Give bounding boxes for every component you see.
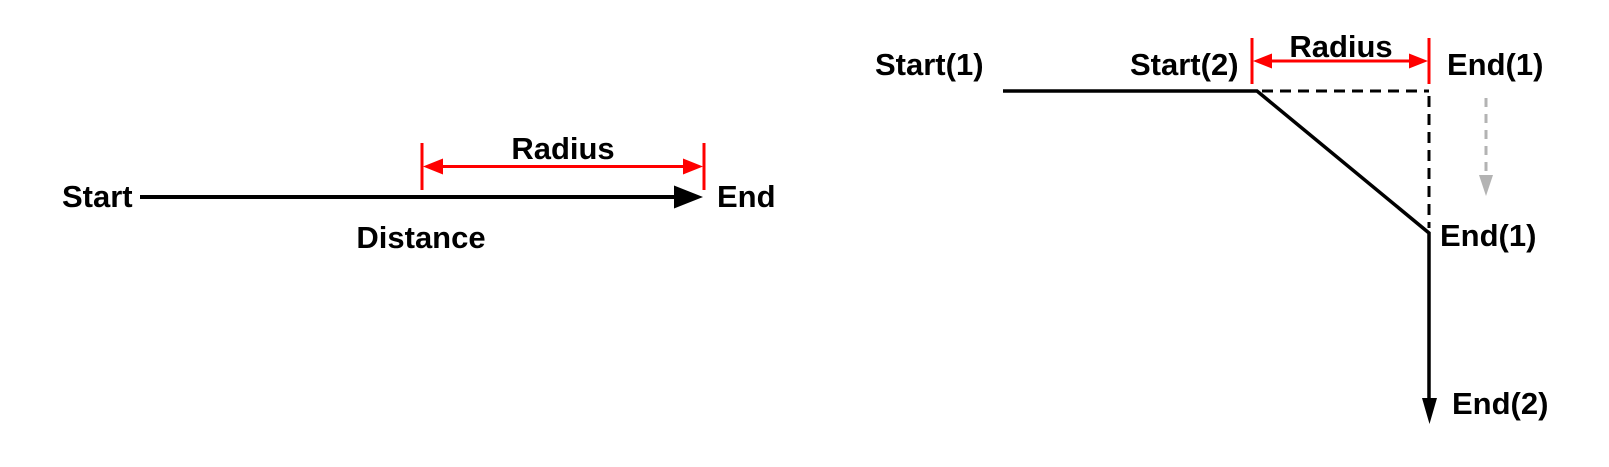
distance-arrowhead-icon <box>674 185 703 209</box>
right-radius-arrowhead-left-icon <box>1253 53 1272 69</box>
left-distance-label: Distance <box>356 220 485 255</box>
left-start-label: Start <box>62 179 133 214</box>
ghost-shift-arrowhead-icon <box>1479 175 1493 196</box>
right-end2-label: End(2) <box>1452 386 1548 421</box>
right-end1-label: End(1) <box>1440 218 1536 253</box>
right-start2-label: Start(2) <box>1130 47 1239 82</box>
right-diagram: Start(1) Start(2) Radius End(1) End <box>875 29 1548 424</box>
right-start1-label: Start(1) <box>875 47 984 82</box>
right-radius-label: Radius <box>1289 29 1392 64</box>
right-radius-arrowhead-right-icon <box>1409 53 1428 69</box>
right-end1-ghost-label: End(1) <box>1447 47 1543 82</box>
left-radius-arrowhead-right-icon <box>683 158 703 175</box>
path-line <box>1003 89 1431 403</box>
path-arrowhead-icon <box>1422 398 1437 424</box>
left-diagram: Start End Distance Radius <box>62 131 776 255</box>
left-end-label: End <box>717 179 776 214</box>
left-radius-arrowhead-left-icon <box>423 158 443 175</box>
left-radius-label: Radius <box>511 131 614 166</box>
